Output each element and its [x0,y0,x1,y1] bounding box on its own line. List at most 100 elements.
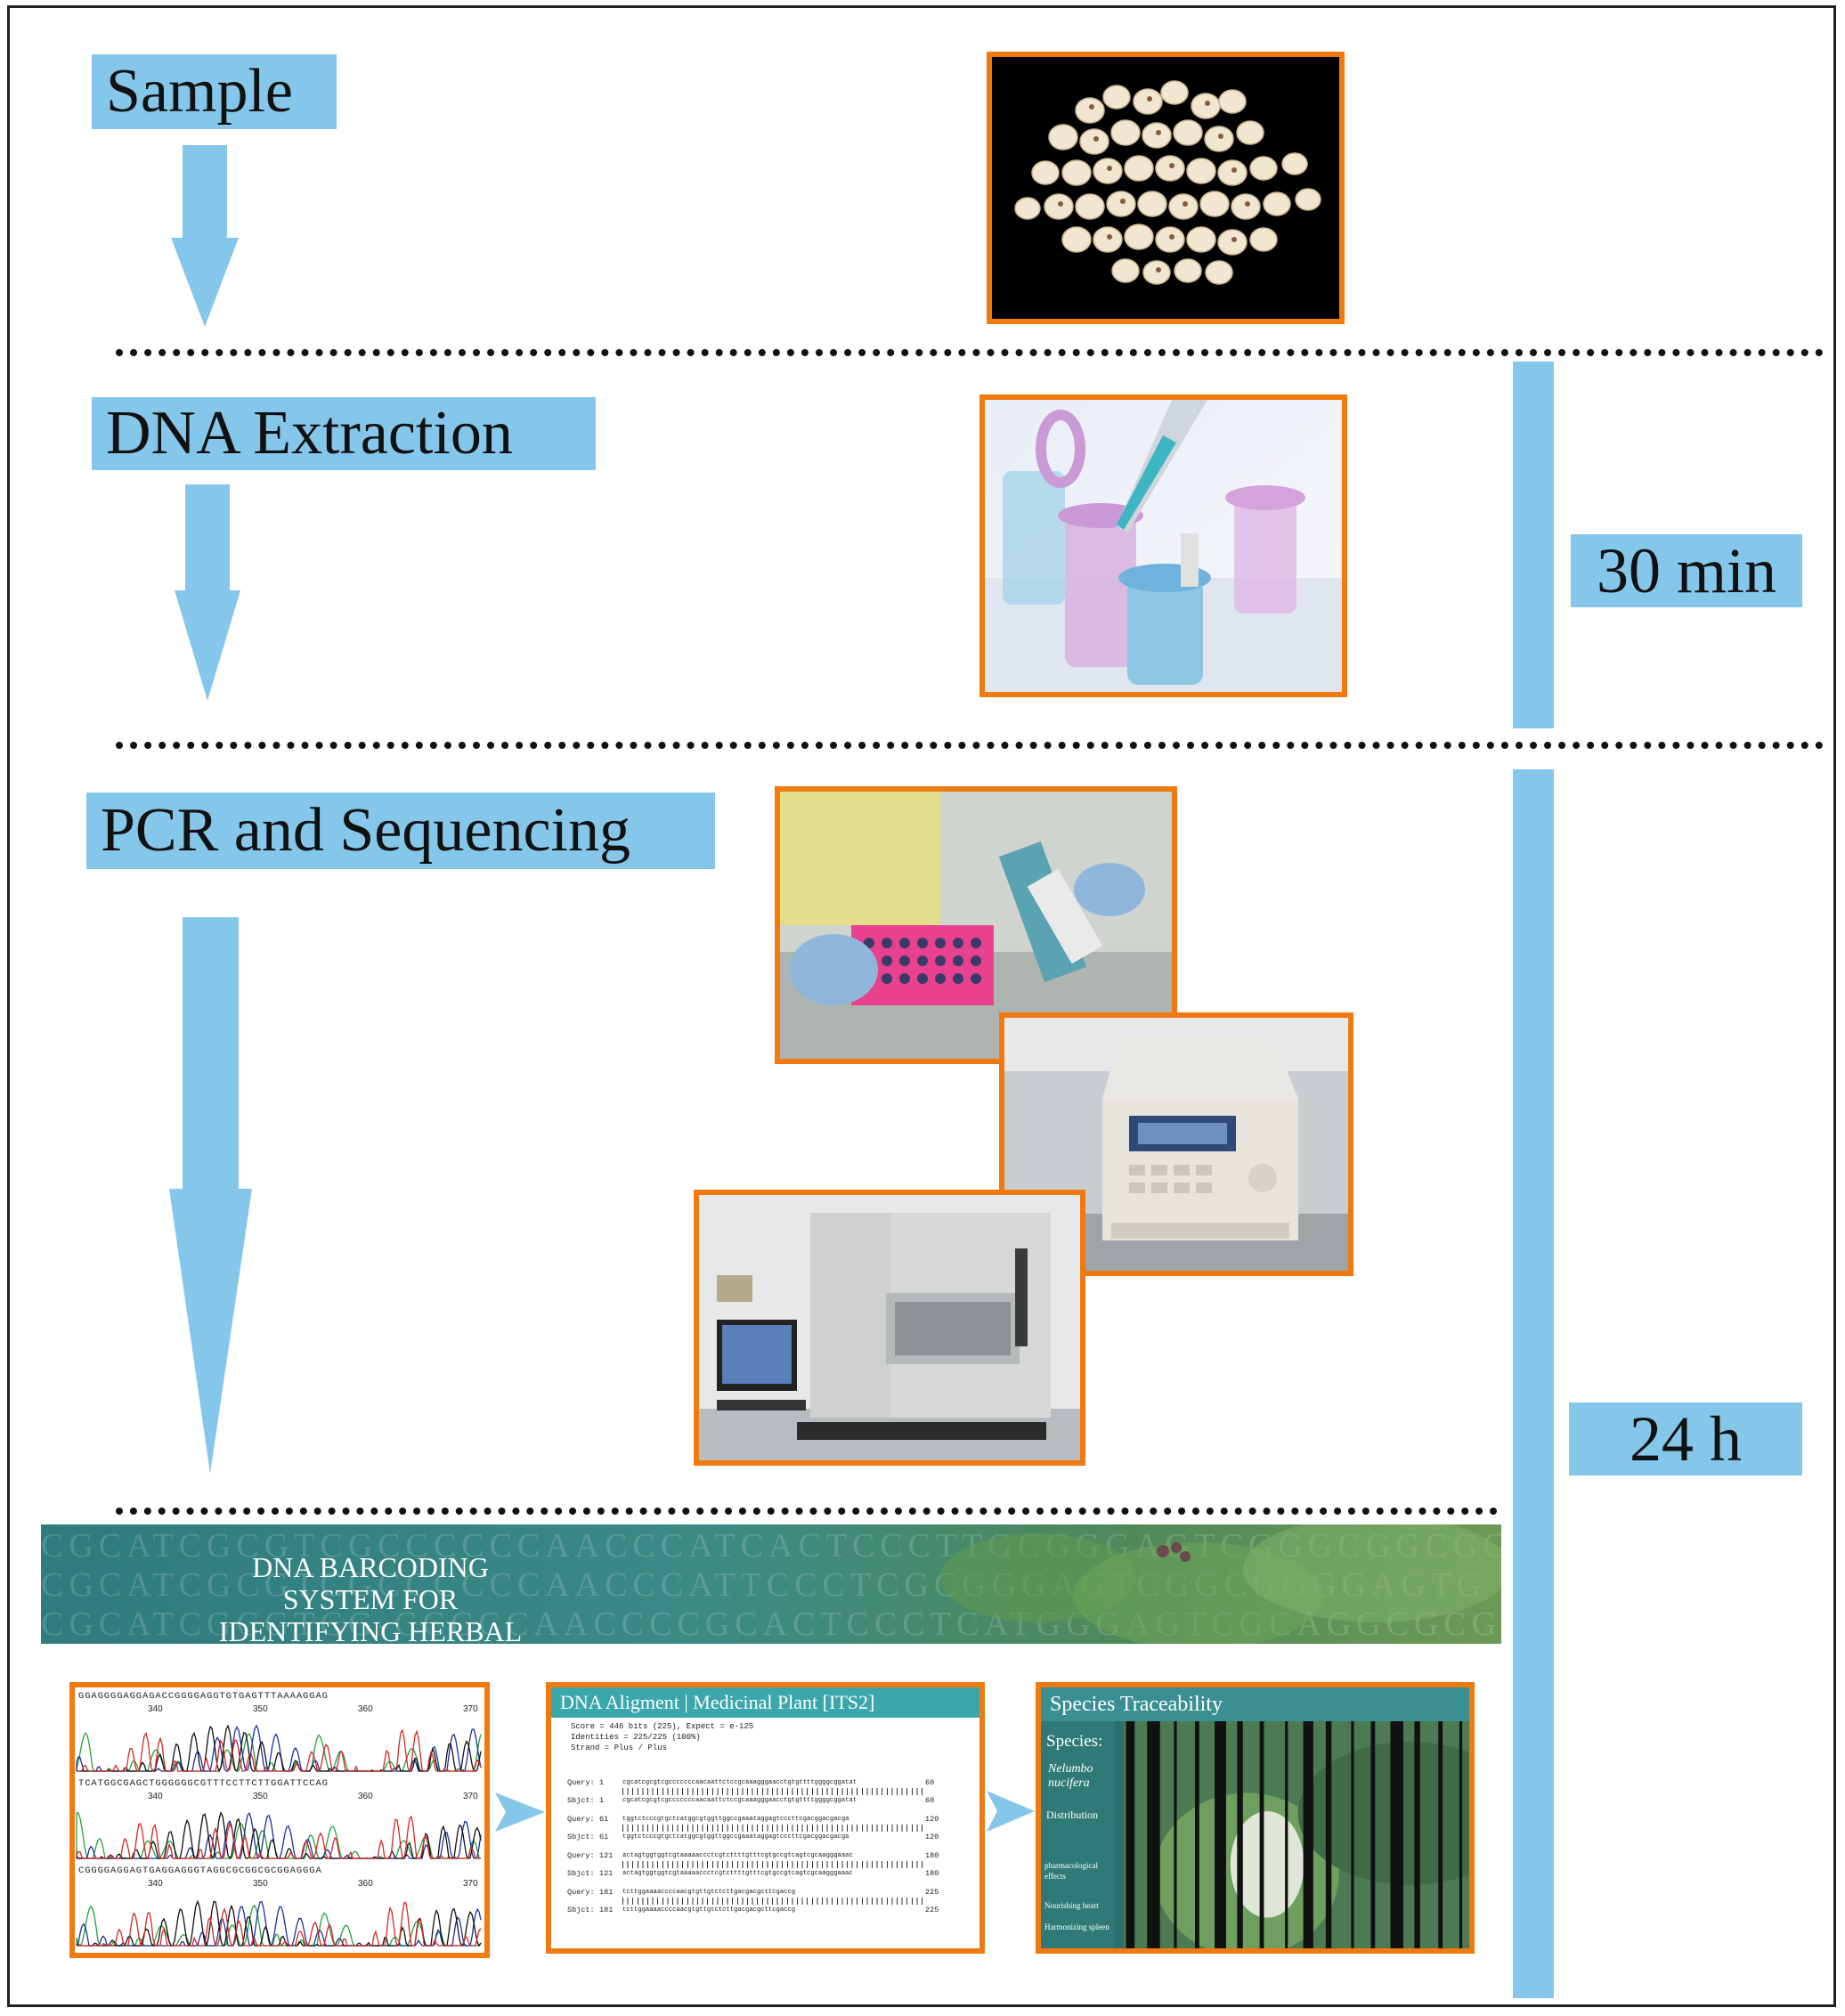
barcode-bar [1414,1721,1420,1948]
separator-3 [116,1508,1498,1515]
thermal-cycler-image [1004,1018,1348,1271]
barcode-bar [1303,1721,1313,1948]
duration-30min: 30 min [1571,534,1802,607]
traceability-sidebar: Species: Nelumbo nucifera Distribution p… [1041,1721,1114,1948]
chromatogram-tick-label: 340 [148,1879,163,1889]
step-label-dna-extraction-text: DNA Extraction [106,399,513,467]
chromatogram-traces: GGAGGGGAGGAGACCGGGGAGGTGTGAGTTTAAAAGGAG 3… [76,1691,482,1947]
step-label-pcr-sequencing-text: PCR and Sequencing [101,796,630,865]
chromatogram-trace [76,1901,482,1947]
barcode-bar [1147,1721,1160,1948]
alignment-row-end: 225 [925,1906,939,1914]
barcode-bar [1174,1721,1177,1948]
alignment-match-bars [622,1825,923,1832]
alignment-row: Sbjct: 181 tcttggaaaaccccaacgtgttgtctcttga… [567,1905,977,1915]
barcode-bar [1215,1721,1226,1948]
barcode-bar [1351,1721,1354,1948]
barcode-bar [1438,1721,1443,1948]
barcode-bar [1195,1721,1199,1948]
alignment-rows: Query: 1 cgcatcgcgtcgcccccccaacaattctccgca… [567,1769,977,1915]
alignment-row-label: Sbjct: [567,1869,595,1878]
photo-sequencer [694,1190,1085,1466]
timebar-pcr [1513,769,1554,1998]
photo-thermal-cycler [999,1012,1353,1276]
alignment-summary-line: Score = 446 bits (225), Expect = e-125 [571,1722,754,1731]
chromatogram-sequence: TCATGGCGAGCTGGGGGGCGTTTCCTTCTTGGATTCCAG [78,1778,329,1789]
distribution-label: Distribution [1046,1809,1099,1821]
arrow-right-1 [495,1792,545,1832]
alignment-match-bars [622,1788,923,1795]
alignment-row-sequence: cgcatcgcgtcgcccccccaacaattctccgcaaagggaa… [622,1779,857,1786]
duration-24h-text: 24 h [1630,1403,1742,1475]
alignment-header-divider: | [684,1691,694,1713]
alignment-row-sequence: tcttggaaaaccccaacgtgttgtctcttgacgacgcttc… [622,1906,796,1914]
chromatogram-tick-label: 350 [253,1792,268,1801]
chromatogram-tick-label: 340 [148,1704,163,1714]
alignment-summary: Score = 446 bits (225), Expect = e-125 I… [571,1721,753,1753]
separator-1 [116,349,1824,356]
banner-title: DNA BARCODING SYSTEM FOR IDENTIFYING HER… [218,1551,523,1644]
alignment-row-start: 61 [599,1815,609,1824]
traceability-header: Species Traceability [1041,1687,1469,1721]
alignment-row-end: 120 [925,1833,939,1841]
separator-2 [116,742,1824,749]
barcode-bar [1370,1721,1376,1948]
alignment-row-sequence: tggtctcccgtgctcatggcgtggttggccgaaataggag… [622,1833,849,1841]
chromatogram-trace [76,1815,481,1860]
alignment-summary-line: Strand = Plus / Plus [571,1744,668,1752]
step-label-sample: Sample [92,54,337,129]
step-label-sample-text: Sample [106,57,293,126]
chromatogram-tick-label: 360 [358,1792,373,1801]
alignment-row-end: 180 [925,1851,939,1860]
chromatogram-trace [77,1728,482,1773]
species-label: Species: [1046,1732,1103,1751]
alignment-row-label: Query: [567,1888,595,1897]
effect-item-1: Nourishing heart [1044,1901,1099,1910]
arrow-down-2 [175,484,240,701]
alignment-row-sequence: cgcatcgcgtcgcccccccaacaattctccgcaaagggaa… [622,1797,857,1804]
alignment-row-sequence: actagtggtggtcgtaaaaaccctcgtcttttgtttcgtg… [622,1870,853,1877]
panel-chromatogram: GGAGGGGAGGAGACCGGGGAGGTGTGAGTTTAAAAGGAG 3… [69,1682,490,1958]
chromatogram-trace [77,1724,482,1773]
photo-dna-extraction-tubes [979,394,1347,697]
alignment-row-sequence: actagtggtggtcgtaaaaaccctcgtcttttgtttcgtg… [622,1852,853,1859]
panel-dna-alignment: DNA Aligment | Medicinal Plant [ITS2] Sc… [546,1682,985,1954]
timebar-extraction [1513,362,1554,728]
alignment-row-start: 181 [599,1906,614,1914]
alignment-row-start: 121 [599,1851,614,1860]
alignment-header: DNA Aligment | Medicinal Plant [ITS2] [551,1687,979,1718]
chromatogram-tick-label: 350 [253,1879,268,1889]
alignment-row-end: 120 [925,1815,939,1824]
photo-lotus-seeds [987,52,1345,324]
chromatogram-sequence: GGAGGGGAGGAGACCGGGGAGGTGTGAGTTTAAAAGGAG [78,1691,329,1702]
duration-24h: 24 h [1569,1402,1802,1475]
alignment-row-label: Sbjct: [567,1906,595,1914]
barcode-bar [1325,1721,1332,1948]
chromatogram-tick-label: 340 [148,1792,163,1801]
barcoding-banner: CGCATCGCGTCGCCCCCCAACCCATCACTCCCTTGCGGGA… [41,1524,1501,1644]
chromatogram-tick-label: 370 [463,1879,478,1889]
chromatogram-tick-label: 370 [463,1792,478,1801]
barcode-bar [1390,1721,1403,1948]
sequencer-image [699,1195,1080,1460]
alignment-row-start: 1 [599,1778,605,1787]
alignment-header-right: Medicinal Plant [ITS2] [693,1691,875,1713]
alignment-match-bars [622,1861,923,1868]
alignment-row-end: 180 [925,1869,939,1878]
arrow-down-3 [169,917,252,1474]
alignment-row-end: 60 [925,1778,935,1787]
alignment-row-start: 61 [599,1833,609,1841]
chromatogram-tick-label: 360 [358,1704,373,1714]
alignment-row-start: 181 [599,1888,614,1897]
step-label-dna-extraction: DNA Extraction [92,397,596,470]
alignment-row-label: Sbjct: [567,1833,595,1841]
alignment-row-end: 60 [925,1796,935,1805]
alignment-row-end: 225 [925,1888,939,1897]
panel-species-traceability: Species Traceability Species: Nelumbo nu… [1036,1682,1475,1954]
